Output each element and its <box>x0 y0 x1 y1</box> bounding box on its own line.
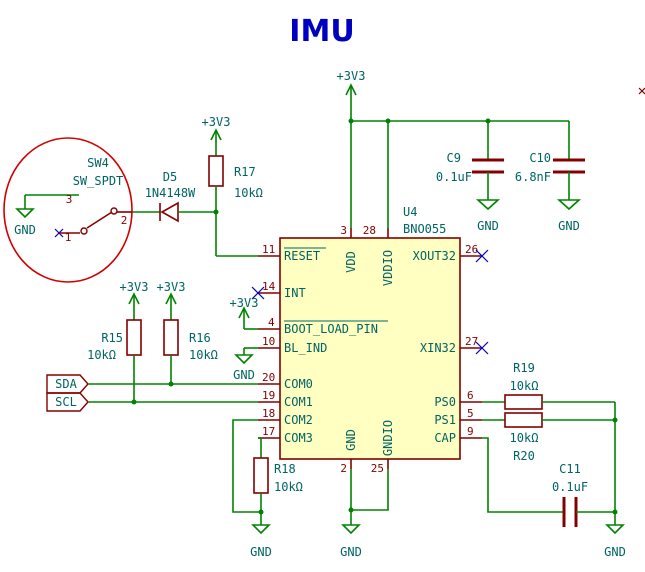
svg-text:19: 19 <box>262 389 275 402</box>
capacitor-c9: C9 0.1uF GND <box>436 121 504 233</box>
power-label: +3V3 <box>120 280 149 294</box>
ref-label: D5 <box>163 170 177 184</box>
value-label: 10kΩ <box>510 431 539 445</box>
value-label: 0.1uF <box>436 170 472 184</box>
svg-text:SDA: SDA <box>55 377 77 391</box>
ref-label: R19 <box>513 361 535 375</box>
value-label: 10kΩ <box>274 480 303 494</box>
svg-text:1: 1 <box>65 231 72 244</box>
power-rail-3v3-top: +3V3 <box>337 69 569 228</box>
sheet-marker <box>638 87 645 95</box>
svg-text:2: 2 <box>121 214 128 227</box>
value-label: 10kΩ <box>234 186 263 200</box>
svg-text:17: 17 <box>262 425 275 438</box>
pin-label: COM1 <box>284 395 313 409</box>
gnd-label: GND <box>250 545 272 559</box>
gnd-label: GND <box>14 223 36 237</box>
svg-text:11: 11 <box>262 243 275 256</box>
schematic-title: IMU <box>289 14 354 49</box>
ref-label: R16 <box>189 331 211 345</box>
gnd-label: GND <box>340 545 362 559</box>
pin-label: BOOT_LOAD_PIN <box>284 322 378 336</box>
no-connect-marks <box>251 249 489 355</box>
value-label: 10kΩ <box>510 379 539 393</box>
highlight-circle <box>3 137 133 283</box>
svg-text:20: 20 <box>262 371 275 384</box>
value-label: 0.1uF <box>552 480 588 494</box>
pin-label: RESET <box>284 249 320 263</box>
ic-ground-net: GND <box>340 469 389 559</box>
pin-label: XOUT32 <box>413 249 456 263</box>
value-label: SW_SPDT <box>73 174 124 188</box>
ref-label: R18 <box>274 462 296 476</box>
svg-text:25: 25 <box>371 462 384 475</box>
pin-label: GND <box>344 429 358 451</box>
ref-label: C10 <box>529 151 551 165</box>
resistor-r19: R19 10kΩ <box>482 361 615 410</box>
capacitor-c10: C10 6.8nF GND <box>515 121 585 233</box>
svg-text:18: 18 <box>262 407 275 420</box>
diode-d5: D5 1N4148W <box>132 170 216 223</box>
net-label-scl: SCL <box>46 392 258 412</box>
power-label: +3V3 <box>230 296 259 310</box>
net-label-sda: SDA <box>46 374 258 394</box>
svg-text:2: 2 <box>340 462 347 475</box>
gnd-label: GND <box>233 368 255 382</box>
ref-label: C11 <box>559 462 581 476</box>
pin-label: COM3 <box>284 431 313 445</box>
ref-label: R15 <box>101 331 123 345</box>
resistor-r17: +3V3 R17 10kΩ <box>202 115 263 257</box>
ref-label: R20 <box>513 449 535 463</box>
ic-value: BNO055 <box>403 222 446 236</box>
svg-text:28: 28 <box>363 224 376 237</box>
ref-label: C9 <box>447 151 461 165</box>
power-label: +3V3 <box>337 69 366 83</box>
resistor-r18: GND R18 10kΩ <box>232 419 303 559</box>
pin-label: PS1 <box>434 413 456 427</box>
svg-text:4: 4 <box>268 316 275 329</box>
pin-label: INT <box>284 286 306 300</box>
svg-text:SCL: SCL <box>55 395 77 409</box>
power-label: +3V3 <box>202 115 231 129</box>
gnd-label: GND <box>604 545 626 559</box>
svg-text:26: 26 <box>465 243 478 256</box>
power-label: +3V3 <box>157 280 186 294</box>
ref-label: SW4 <box>87 156 109 170</box>
ic-ref: U4 <box>403 205 417 219</box>
svg-text:3: 3 <box>340 224 347 237</box>
svg-text:27: 27 <box>465 335 478 348</box>
value-label: 6.8nF <box>515 170 551 184</box>
ref-label: R17 <box>234 165 256 179</box>
value-label: 10kΩ <box>189 348 218 362</box>
pin-label: VDD <box>344 251 358 273</box>
resistor-r15: +3V3 R15 10kΩ <box>87 280 148 405</box>
bl-ind-gnd: GND <box>233 347 258 382</box>
value-label: 10kΩ <box>87 348 116 362</box>
svg-text:3: 3 <box>66 193 73 206</box>
pin-label: COM0 <box>284 377 313 391</box>
pin-label: COM2 <box>284 413 313 427</box>
pin-label: XIN32 <box>420 341 456 355</box>
gnd-label: GND <box>477 219 499 233</box>
pin-label: VDDIO <box>381 250 395 286</box>
capacitor-c11: GND C11 0.1uF <box>482 402 626 559</box>
boot-pin-pullup: +3V3 <box>230 296 259 330</box>
pin-label: BL_IND <box>284 341 327 355</box>
svg-text:6: 6 <box>467 389 474 402</box>
svg-text:10: 10 <box>262 335 275 348</box>
pin-label: PS0 <box>434 395 456 409</box>
gnd-label: GND <box>558 219 580 233</box>
switch-sw4: SW4 SW_SPDT GND 3 1 2 <box>3 137 133 283</box>
svg-text:14: 14 <box>262 280 276 293</box>
svg-text:9: 9 <box>467 425 474 438</box>
resistor-r20: 10kΩ R20 <box>482 412 618 463</box>
pin-label: CAP <box>434 431 456 445</box>
resistor-r16: +3V3 R16 10kΩ <box>157 280 218 387</box>
value-label: 1N4148W <box>145 186 196 200</box>
svg-text:5: 5 <box>467 407 474 420</box>
ic-u4: U4 BNO055 3 VDD 28 VDDIO 2 GND 25 GNDIO … <box>258 205 482 475</box>
pin-label: GNDIO <box>381 420 395 456</box>
